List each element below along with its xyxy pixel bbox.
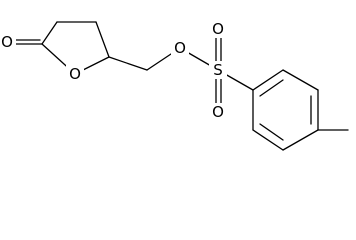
mask-sulfonyl-o-top bbox=[209, 20, 227, 38]
mask-sulfonyl-o-bottom bbox=[209, 103, 227, 121]
mask-ester-o bbox=[171, 39, 189, 57]
mask-sulfur bbox=[209, 61, 227, 79]
benzene-bond-1 bbox=[252, 69, 284, 91]
bond-c3-c4 bbox=[95, 21, 110, 58]
benzene-bond-2 bbox=[282, 69, 319, 91]
atom-label-masks bbox=[0, 20, 227, 121]
sulfonyl-oxygen-top-label: O bbox=[212, 20, 224, 38]
bond-c4-ch2 bbox=[108, 56, 148, 71]
atom-labels: O O O S O O bbox=[1, 20, 224, 121]
mask-carbonyl-o bbox=[0, 33, 16, 51]
methylene-linker bbox=[108, 47, 219, 71]
carbonyl-oxygen-label: O bbox=[1, 33, 13, 51]
sulfonyl-oxygen-bottom-label: O bbox=[212, 103, 224, 121]
benzene-inner-bond-3 bbox=[259, 123, 284, 141]
benzene-bond-5 bbox=[252, 129, 284, 151]
chemical-structure: O O O S O O bbox=[0, 20, 349, 151]
bond-c1-c2 bbox=[41, 21, 58, 45]
mask-ring-o bbox=[66, 65, 84, 83]
ester-oxygen-label: O bbox=[174, 39, 186, 57]
ring-oxygen-label: O bbox=[69, 65, 81, 83]
carbonyl-double-bond bbox=[11, 39, 43, 45]
sulfur-label: S bbox=[213, 61, 223, 79]
benzene-ring bbox=[252, 69, 319, 151]
benzene-inner-bond-1 bbox=[259, 79, 284, 97]
benzene-bond-4 bbox=[282, 129, 319, 151]
